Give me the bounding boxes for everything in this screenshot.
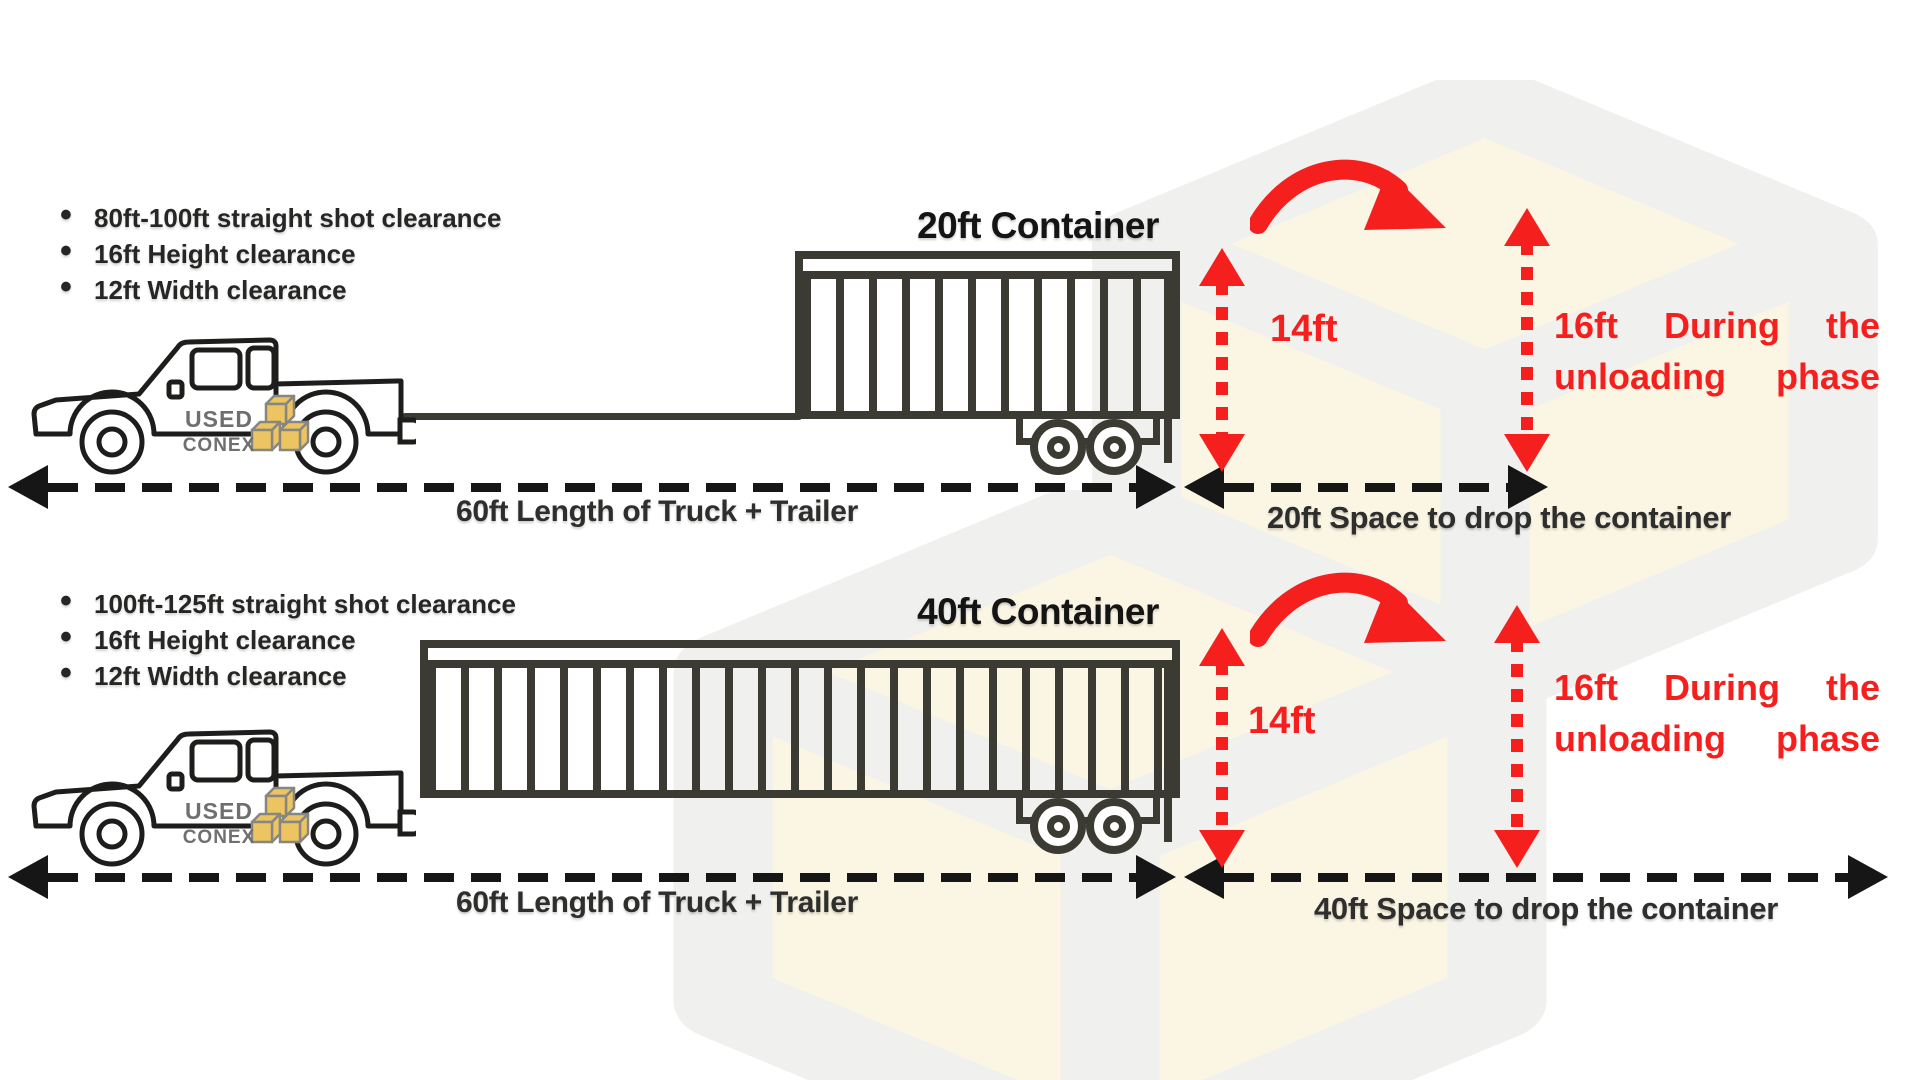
arrowhead-left [8,855,48,899]
conex-boxes-icon [250,786,310,844]
arrowhead-up [1504,208,1550,246]
conex-boxes-icon [250,394,310,452]
container-illustration-20ft [795,251,1180,419]
trailer-rear-post [1164,419,1172,463]
space-label: 20ft Space to drop the container [1266,500,1732,535]
dotted-shaft [1216,282,1228,438]
height-measure-arrow-16ft [1494,605,1540,868]
clearance-item: 16ft Height clearance [58,233,501,272]
length-label: 60ft Length of Truck + Trailer [456,886,858,919]
arrowhead-up [1494,605,1540,643]
unloading-note: 16ft During the unloading phase [1554,662,1880,764]
arrowhead-down [1199,434,1245,472]
arrowhead-right [1136,855,1176,899]
arrowhead-right [1848,855,1888,899]
height-label-14ft: 14ft [1270,308,1338,350]
length-measure-line [48,483,1136,492]
trailer-wheel [1086,798,1142,854]
container-top-rail [803,259,1172,279]
container-corrugation-end [1164,279,1172,411]
truck-logo-used: USED [185,406,253,432]
clearance-item: 16ft Height clearance [58,619,516,658]
axle-post [1153,798,1160,824]
curved-arrow-icon [1250,159,1446,234]
arrowhead-right [1508,465,1548,509]
dotted-shaft [1521,242,1533,438]
space-measure-line [1224,873,1848,882]
truck-logo-conex: CONEX [183,827,256,848]
clearance-item: 80ft-100ft straight shot clearance [58,197,501,236]
truck-logo-conex: CONEX [183,435,256,456]
container-illustration-40ft [420,640,1180,798]
container-title-40ft: 40ft Container [917,591,1159,632]
arrowhead-right [1136,465,1176,509]
curved-arrow-icon [1250,572,1446,647]
unloading-note-line2: unloading phase [1554,718,1880,759]
unloading-note: 16ft During the unloading phase [1554,300,1880,402]
height-label-14ft: 14ft [1248,700,1316,742]
container-corrugation [428,668,1172,790]
arrowhead-down [1504,434,1550,472]
unloading-note-line1: 16ft During the [1554,305,1880,346]
clearance-item: 12ft Width clearance [58,269,501,308]
trailer-wheel [1086,419,1142,475]
dotted-shaft [1216,662,1228,834]
trailer-rear-post [1164,798,1172,842]
length-measure-line [48,873,1136,882]
clearance-list-20ft: 80ft-100ft straight shot clearance 16ft … [58,197,501,308]
container-top-rail [428,648,1172,668]
space-label: 40ft Space to drop the container [1313,891,1779,926]
trailer-tongue-bar [402,413,802,420]
truck-logo-used: USED [185,798,253,824]
trailer-wheel [1030,798,1086,854]
arrowhead-up [1199,248,1245,286]
arrowhead-down [1494,830,1540,868]
dotted-shaft [1511,639,1523,834]
pickup-truck-illustration: USED CONEX [31,337,416,475]
length-label: 60ft Length of Truck + Trailer [456,495,858,528]
clearance-list-40ft: 100ft-125ft straight shot clearance 16ft… [58,583,516,694]
container-title-20ft: 20ft Container [917,205,1159,246]
container-corrugation [803,279,1172,411]
arrowhead-down [1199,830,1245,868]
arrowhead-up [1199,628,1245,666]
space-measure-line [1224,483,1508,492]
arrowhead-left [8,465,48,509]
trailer-wheel [1030,419,1086,475]
height-measure-arrow-16ft [1504,208,1550,472]
arrowhead-left [1184,465,1224,509]
height-measure-arrow-14ft [1199,628,1245,868]
container-corrugation-end [1164,668,1172,790]
axle-post [1153,419,1160,445]
unloading-note-line1: 16ft During the [1554,667,1880,708]
axle-post [1016,419,1023,445]
pickup-truck-illustration: USED CONEX [31,729,416,867]
clearance-item: 12ft Width clearance [58,655,516,694]
axle-post [1016,798,1023,824]
height-measure-arrow-14ft [1199,248,1245,472]
unloading-note-line2: unloading phase [1554,356,1880,397]
clearance-item: 100ft-125ft straight shot clearance [58,583,516,622]
